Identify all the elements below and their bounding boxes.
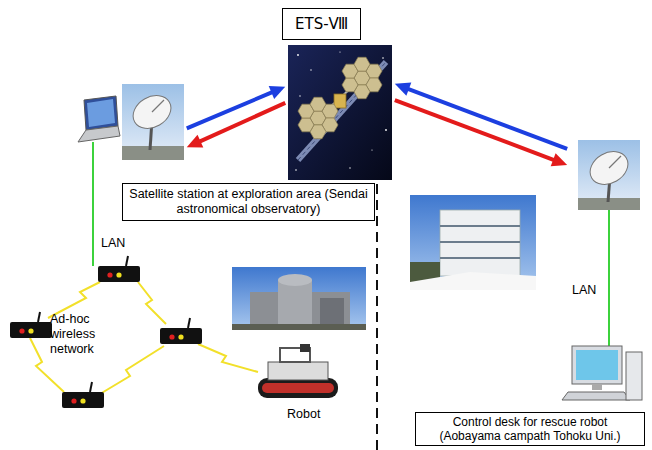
arrow-line [408, 89, 567, 149]
link-arrow [187, 86, 285, 128]
arrow-head [187, 135, 204, 148]
link-arrow [187, 103, 286, 148]
router-icon [10, 256, 202, 408]
arrow-head [395, 83, 412, 96]
caption-box: Satellite station at exploration area (S… [122, 183, 375, 221]
station-node: Satellite station at exploration area (S… [122, 84, 184, 160]
lan-wire [92, 142, 94, 266]
satellite-node: ETS-Ⅷ [288, 45, 392, 180]
arrow-line [187, 92, 273, 128]
link-arrow [395, 100, 567, 166]
dish-photo [122, 84, 184, 160]
divider-line [376, 184, 378, 450]
caption-text: Control desk for rescue robot (Aobayama … [416, 413, 644, 445]
lan-wire [608, 210, 610, 346]
text-label: LAN [101, 236, 125, 251]
link-arrow [395, 83, 567, 149]
dish-photo [578, 140, 640, 210]
arrow-head [551, 153, 568, 166]
control-node: Control desk for rescue robot (Aobayama … [570, 138, 645, 405]
caption-box: Control desk for rescue robot (Aobayama … [415, 412, 645, 446]
arrow-line [199, 103, 285, 142]
building-photo [410, 195, 536, 290]
text-label: Ad-hoc wireless network [50, 312, 130, 357]
caption-text: Satellite station at exploration area (S… [123, 184, 374, 220]
robot-picture [258, 344, 338, 398]
caption-box: ETS-Ⅷ [282, 8, 361, 40]
computer-icon [562, 346, 642, 400]
arrow-line [395, 100, 554, 160]
wireless-link [30, 282, 258, 394]
building-photo [232, 267, 366, 330]
text-label: Robot [287, 407, 320, 422]
caption-text: ETS-Ⅷ [283, 9, 360, 39]
laptop-icon [78, 96, 120, 142]
arrow-head [269, 86, 286, 99]
satellite-picture [288, 45, 392, 180]
text-label: LAN [572, 283, 596, 298]
